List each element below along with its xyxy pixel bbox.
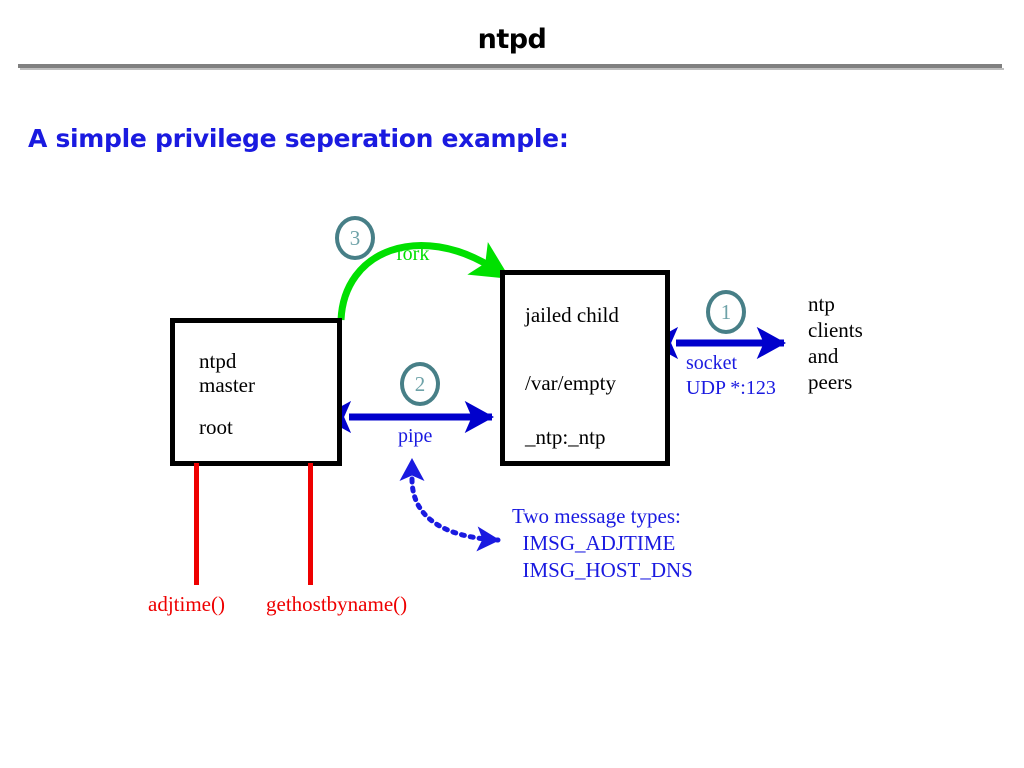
master-line-process: ntpd xyxy=(199,349,237,373)
syscall-label-gethostbyname: gethostbyname() xyxy=(266,592,408,616)
child-line-chroot: /var/empty xyxy=(525,371,616,395)
pipe-label: pipe xyxy=(398,425,433,447)
child-line-name: jailed child xyxy=(525,303,619,327)
process-box-master[interactable]: ntpd master root xyxy=(170,318,342,466)
socket-label: socket xyxy=(686,352,738,374)
callout-number-3: 3 xyxy=(335,216,375,260)
master-line-user: root xyxy=(199,415,233,439)
socket-port-label: UDP *:123 xyxy=(686,377,776,399)
message-types-annotation: Two message types: IMSG_ADJTIME IMSG_HOS… xyxy=(512,504,693,582)
title-divider-shadow xyxy=(20,68,1004,70)
page-title: ntpd xyxy=(477,24,547,55)
callout-number-2: 2 xyxy=(400,362,440,406)
process-box-jailed-child[interactable]: jailed child /var/empty _ntp:_ntp xyxy=(500,270,670,466)
syscall-line-adjtime xyxy=(194,463,199,585)
fork-label: fork xyxy=(396,243,430,265)
message-types-pointer-arrow xyxy=(399,458,501,552)
slide-subtitle: A simple privilege seperation example: xyxy=(28,124,569,153)
syscall-label-adjtime: adjtime() xyxy=(148,592,225,616)
callout-number-1: 1 xyxy=(706,290,746,334)
title-divider xyxy=(18,64,1002,68)
master-line-role: master xyxy=(199,373,255,397)
syscall-line-gethostbyname xyxy=(308,463,313,585)
child-line-user: _ntp:_ntp xyxy=(525,425,606,449)
external-peers-label: ntp clients and peers xyxy=(808,292,863,394)
